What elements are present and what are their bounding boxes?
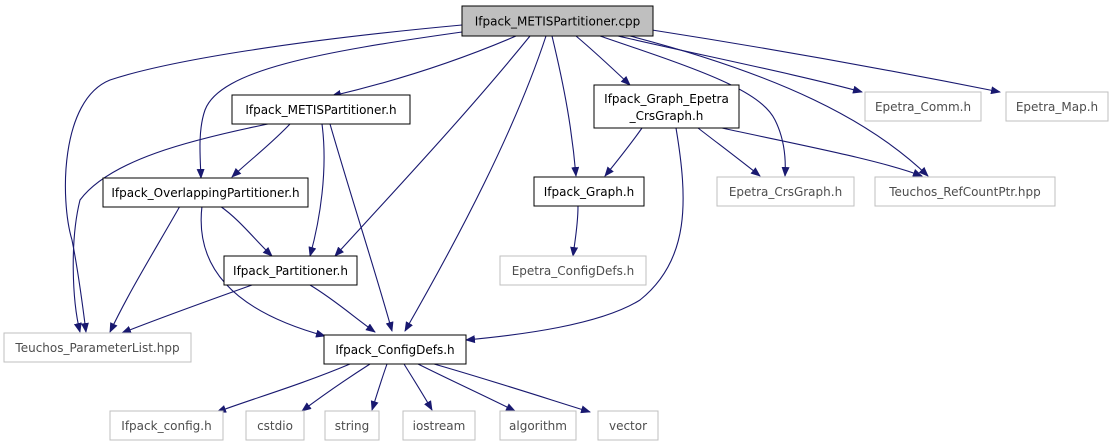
node-label: Ifpack_Graph.h [544, 185, 635, 199]
node-label: Ifpack_METISPartitioner.h [245, 103, 396, 117]
node-label: Epetra_Map.h [1016, 100, 1098, 114]
node-iostream[interactable]: iostream [402, 410, 476, 441]
node-label-line-2: _CrsGraph.h [629, 109, 704, 123]
node-label: vector [609, 419, 647, 433]
node-label: algorithm [509, 419, 567, 433]
edge-configdefs-to-iostream [403, 363, 433, 411]
node-label: Epetra_CrsGraph.h [729, 185, 842, 199]
edge-overlapping-to-paramlist-hpp [109, 205, 181, 333]
node-epetra-comm-h[interactable]: Epetra_Comm.h [864, 91, 982, 122]
edge-configdefs-to-algorithm [417, 363, 516, 412]
node-label: string [335, 419, 369, 433]
node-cstdio[interactable]: cstdio [245, 410, 305, 441]
node-ifpack-partitioner-h[interactable]: Ifpack_Partitioner.h [223, 255, 358, 286]
edge-root-to-graph-h [551, 35, 580, 177]
edge-overlapping-to-partitioner-h [219, 205, 273, 257]
node-epetra-configdefs-h[interactable]: Epetra_ConfigDefs.h [499, 255, 647, 286]
node-algorithm[interactable]: algorithm [499, 410, 577, 441]
edge-metis-h-to-configdefs-h [329, 123, 394, 332]
edge-root-to-configdefs-h [404, 35, 547, 332]
node-teuchos-refcountptr-hpp[interactable]: Teuchos_RefCountPtr.hpp [874, 176, 1056, 207]
node-ifpack-graph-h[interactable]: Ifpack_Graph.h [533, 176, 645, 207]
node-ifpack-overlappingpartitioner-h[interactable]: Ifpack_OverlappingPartitioner.h [102, 177, 309, 208]
edge-graph-epetra-to-epetra-crsgraph-h [697, 127, 761, 177]
node-label: Ifpack_config.h [121, 419, 211, 433]
node-ifpack-graph-epetra-crsgraph-h[interactable]: Ifpack_Graph_Epetra _CrsGraph.h [593, 84, 740, 129]
node-ifpack-config-h[interactable]: Ifpack_config.h [109, 410, 224, 441]
node-label: Epetra_ConfigDefs.h [512, 264, 635, 278]
edge-configdefs-to-cstdio [301, 363, 371, 412]
node-label: Ifpack_Partitioner.h [233, 264, 348, 278]
node-vector[interactable]: vector [597, 410, 659, 441]
edge-root-to-overlapping-partitioner-h [196, 31, 463, 179]
edge-root-to-refcountptr-hpp [629, 35, 929, 177]
edge-configdefs-to-vector [433, 363, 591, 414]
node-label: Teuchos_RefCountPtr.hpp [888, 185, 1041, 199]
node-label: cstdio [257, 419, 293, 433]
edge-metis-h-to-overlapping-h [231, 123, 291, 178]
edge-metis-h-to-partitioner-h [308, 123, 325, 257]
edge-root-to-graph-epetra-crsgraph-h [575, 35, 631, 86]
node-label: Epetra_Comm.h [875, 100, 971, 114]
edge-root-to-epetra-comm-h [617, 35, 863, 94]
edge-partitioner-to-paramlist-hpp [121, 284, 253, 334]
edge-graph-epetra-to-refcountptr-hpp [721, 127, 923, 177]
node-string[interactable]: string [324, 410, 380, 441]
nodes: Ifpack_METISPartitioner.cpp Ifpack_METIS… [3, 5, 1109, 441]
edge-graph-epetra-to-configdefs-h [465, 127, 684, 344]
edge-root-to-epetra-crsgraph-h [599, 35, 790, 177]
edge-graph-h-to-epetra-configdefs-h [570, 205, 579, 257]
node-ifpack-metispartitioner-h[interactable]: Ifpack_METISPartitioner.h [231, 94, 411, 125]
edges [64, 24, 1001, 414]
node-ifpack-configdefs-h[interactable]: Ifpack_ConfigDefs.h [323, 334, 467, 365]
node-label-line-1: Ifpack_Graph_Epetra [604, 92, 729, 106]
edge-graph-epetra-to-graph-h [604, 127, 643, 177]
node-label: Ifpack_OverlappingPartitioner.h [111, 186, 299, 200]
edge-configdefs-to-ifpack-config-h [216, 363, 351, 413]
node-label: Ifpack_ConfigDefs.h [335, 343, 454, 357]
edge-root-to-parameterlist-hpp [64, 24, 463, 333]
node-label: iostream [413, 419, 466, 433]
edge-root-to-metis-partitioner-h [331, 35, 517, 98]
node-label: Teuchos_ParameterList.hpp [14, 341, 179, 355]
node-epetra-crsgraph-h[interactable]: Epetra_CrsGraph.h [716, 176, 855, 207]
node-teuchos-parameterlist-hpp[interactable]: Teuchos_ParameterList.hpp [3, 332, 192, 363]
edge-root-to-epetra-map-h [651, 29, 1001, 95]
node-ifpack-metispartitioner-cpp[interactable]: Ifpack_METISPartitioner.cpp [461, 5, 654, 37]
edge-partitioner-to-configdefs-h [309, 284, 376, 333]
edge-root-to-partitioner-h [334, 35, 531, 257]
edge-configdefs-to-string [370, 363, 388, 411]
node-label: Ifpack_METISPartitioner.cpp [475, 15, 641, 29]
node-epetra-map-h[interactable]: Epetra_Map.h [1005, 91, 1109, 122]
edge-metis-h-to-paramlist-hpp [72, 123, 269, 333]
